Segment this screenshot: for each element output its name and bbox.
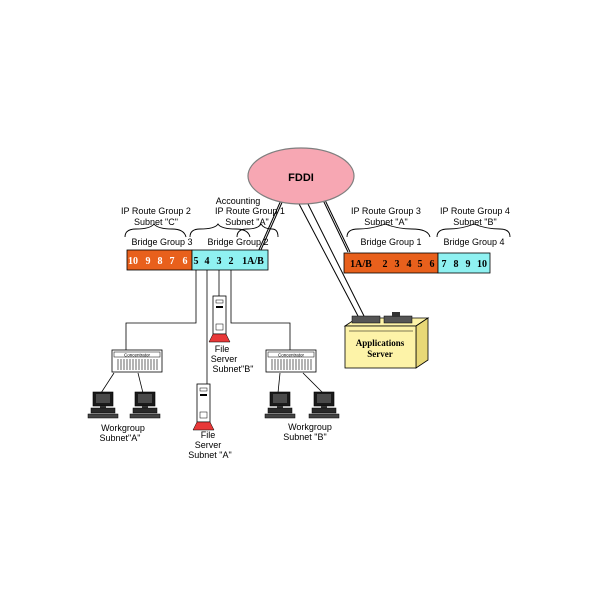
switch-right-port-5: 5 [418, 259, 423, 270]
switch-right-port-10: 10 [477, 259, 487, 270]
switch-left-cyan-section [191, 249, 269, 271]
switch-right-port-4: 4 [407, 259, 412, 270]
ip-route-group-1-label: IP Route Group 1 [215, 206, 285, 216]
workstation-a1 [87, 391, 119, 419]
bridge-group-3-label: Bridge Group 3 [131, 237, 192, 247]
switch-right-port-8: 8 [454, 259, 459, 270]
subnet-b-label-4: Subnet "B" [453, 217, 496, 227]
ip-route-group-4-label: IP Route Group 4 [440, 206, 510, 216]
group-braces [124, 223, 511, 238]
switch-right-port-7: 7 [442, 259, 447, 270]
switch-left-port-4: 4 [205, 256, 210, 267]
bridge-group-4-label: Bridge Group 4 [443, 237, 504, 247]
switch-right-port-9: 9 [466, 259, 471, 270]
switch-right-port-1ab: 1A/B [350, 259, 372, 270]
workgroup-a-line2: Subnet"A" [100, 433, 141, 443]
file-server-a-line3: Subnet "A" [188, 450, 231, 460]
switch-right-port-3: 3 [395, 259, 400, 270]
applications-server: Applications Server [343, 312, 430, 369]
link-fddi-app-server [296, 199, 359, 317]
switch-right-cyan-section [437, 252, 491, 274]
switch-left-port-5: 5 [194, 256, 199, 267]
subnet-a-label-1: Subnet "A" [225, 217, 268, 227]
bridge-group-1-label: Bridge Group 1 [360, 237, 421, 247]
cable-port5-concentrator-a [125, 270, 197, 352]
workstation-b1 [264, 391, 296, 419]
ip-route-group-2-label: IP Route Group 2 [121, 206, 191, 216]
lan-cables [100, 270, 324, 394]
fddi-label: FDDI [288, 172, 314, 184]
file-server-a-icon [192, 383, 215, 431]
switch-left-port-2: 2 [229, 256, 234, 267]
app-server-line1: Applications [356, 338, 405, 348]
concentrator-b: Concentrator [265, 349, 317, 373]
switch-left-port-8: 8 [158, 256, 163, 267]
switch-left-port-6: 6 [183, 256, 188, 267]
workstation-a2 [129, 391, 161, 419]
ip-route-group-3-label: IP Route Group 3 [351, 206, 421, 216]
switch-left-port-9: 9 [146, 256, 151, 267]
switch-right-port-6: 6 [430, 259, 435, 270]
switch-left-port-1ab: 1A/B [242, 256, 264, 267]
file-server-b-line3: Subnet"B" [213, 364, 254, 374]
switch-right: 1A/B 2 3 4 5 6 7 8 9 10 [343, 252, 491, 274]
switch-left-port-3: 3 [217, 256, 222, 267]
file-server-a-line1: File [201, 430, 216, 440]
app-server-line2: Server [367, 349, 392, 359]
bridge-group-2-label: Bridge Group 2 [207, 237, 268, 247]
file-server-b-icon [208, 295, 231, 343]
file-server-b-line1: File [215, 344, 230, 354]
switch-left: 10 9 8 7 6 5 4 3 2 1A/B [126, 249, 269, 271]
cable-port2-concentrator-b [230, 270, 291, 350]
file-server-b-line2: Server [211, 354, 238, 364]
concentrator-a-label: Concentrator [124, 353, 151, 358]
subnet-c-label: Subnet "C" [134, 217, 178, 227]
switch-right-port-2: 2 [383, 259, 388, 270]
workstation-b2 [308, 391, 340, 419]
switch-left-port-10: 10 [128, 256, 138, 267]
fddi-ring [247, 147, 355, 205]
concentrator-a: Concentrator [111, 349, 163, 373]
file-server-a-line2: Server [195, 440, 222, 450]
link-fddi-bridge1 [322, 199, 349, 253]
accounting-label: Accounting [216, 196, 261, 206]
concentrator-b-label: Concentrator [278, 353, 305, 358]
fddi-links [257, 197, 365, 317]
workgroup-b-line1: Workgroup [288, 422, 332, 432]
workgroup-a-line1: Workgroup [101, 423, 145, 433]
switch-left-port-7: 7 [170, 256, 175, 267]
workgroup-b-line2: Subnet "B" [283, 432, 326, 442]
link-fddi-bridge2 [257, 197, 283, 253]
subnet-a-label-3: Subnet "A" [364, 217, 407, 227]
